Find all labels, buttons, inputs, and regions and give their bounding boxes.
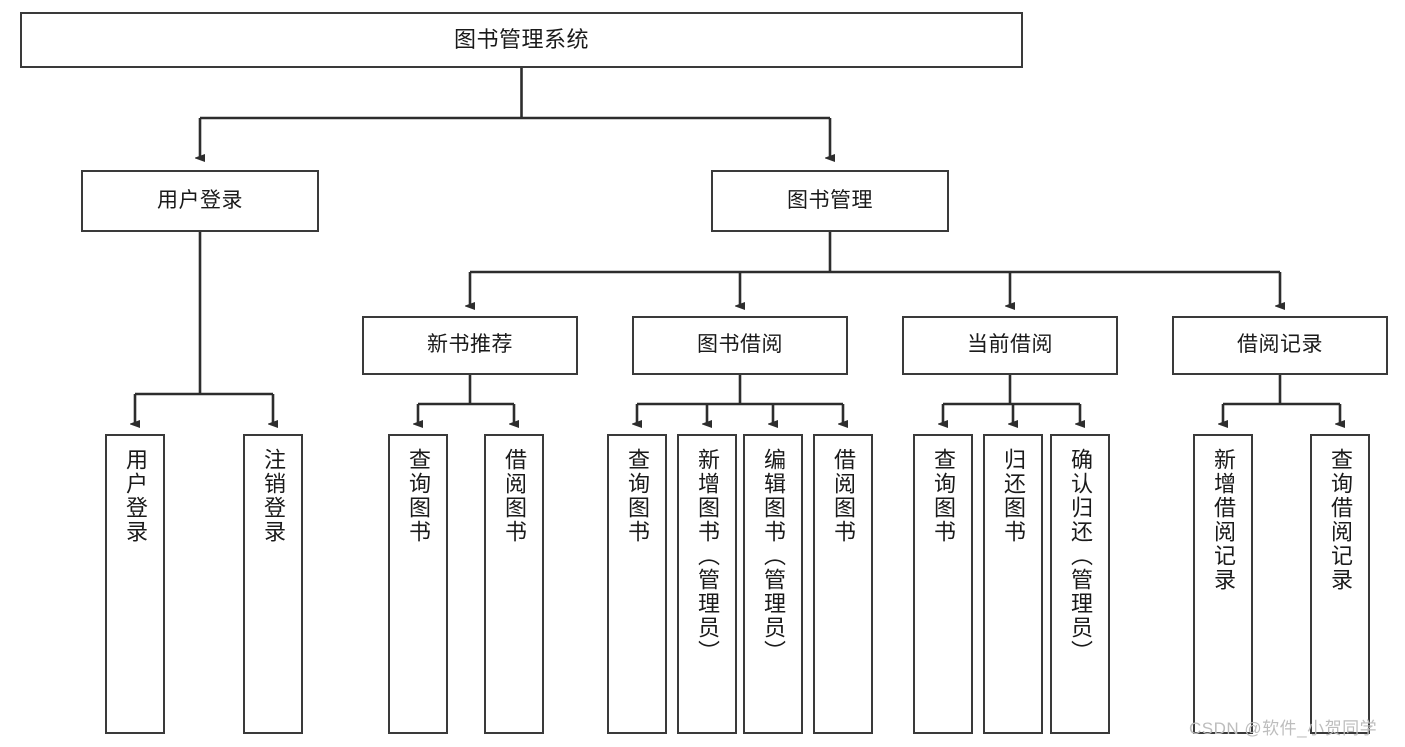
node-leaf-borrow-book-label: 借阅图书 [831,448,856,544]
node-borrow-record-label: 借阅记录 [1237,333,1323,357]
node-user-login-label: 用户登录 [157,188,243,212]
node-borrow-record[interactable]: 借阅记录 [1172,316,1388,375]
node-root-label: 图书管理系统 [453,27,589,53]
node-new-book-recommend-label: 新书推荐 [427,333,513,357]
node-leaf-add-book-admin[interactable]: 新增图书（管理员） [677,434,737,734]
node-leaf-add-borrow-record-label: 新增借阅记录 [1211,448,1236,592]
node-leaf-return-book-label: 归还图书 [1001,448,1026,544]
node-leaf-confirm-return-admin-label: 确认归还（管理员） [1068,448,1093,664]
node-root[interactable]: 图书管理系统 [20,12,1023,68]
node-leaf-query-borrow-record-label: 查询借阅记录 [1328,448,1353,592]
node-user-login[interactable]: 用户登录 [81,170,319,232]
node-leaf-query-book-borrow[interactable]: 查询图书 [607,434,667,734]
node-leaf-logout[interactable]: 注销登录 [243,434,303,734]
node-leaf-add-borrow-record[interactable]: 新增借阅记录 [1193,434,1253,734]
node-new-book-recommend[interactable]: 新书推荐 [362,316,578,375]
node-leaf-add-book-admin-label: 新增图书（管理员） [695,448,720,664]
node-leaf-return-book[interactable]: 归还图书 [983,434,1043,734]
node-leaf-query-book-borrow-label: 查询图书 [625,448,650,544]
node-leaf-query-book-recommend[interactable]: 查询图书 [388,434,448,734]
node-leaf-logout-label: 注销登录 [261,448,286,544]
node-leaf-edit-book-admin[interactable]: 编辑图书（管理员） [743,434,803,734]
node-leaf-user-login[interactable]: 用户登录 [105,434,165,734]
node-leaf-edit-book-admin-label: 编辑图书（管理员） [761,448,786,664]
node-book-management-label: 图书管理 [787,188,873,212]
node-leaf-query-book-current[interactable]: 查询图书 [913,434,973,734]
node-leaf-borrow-book-recommend[interactable]: 借阅图书 [484,434,544,734]
node-book-borrow[interactable]: 图书借阅 [632,316,848,375]
node-book-borrow-label: 图书借阅 [697,333,783,357]
node-leaf-borrow-book[interactable]: 借阅图书 [813,434,873,734]
node-current-borrow-label: 当前借阅 [967,333,1053,357]
node-leaf-query-borrow-record[interactable]: 查询借阅记录 [1310,434,1370,734]
node-leaf-query-book-current-label: 查询图书 [931,448,956,544]
node-leaf-confirm-return-admin[interactable]: 确认归还（管理员） [1050,434,1110,734]
node-leaf-borrow-book-recommend-label: 借阅图书 [502,448,527,544]
node-book-management[interactable]: 图书管理 [711,170,949,232]
node-leaf-query-book-recommend-label: 查询图书 [406,448,431,544]
node-current-borrow[interactable]: 当前借阅 [902,316,1118,375]
node-leaf-user-login-label: 用户登录 [123,448,148,544]
